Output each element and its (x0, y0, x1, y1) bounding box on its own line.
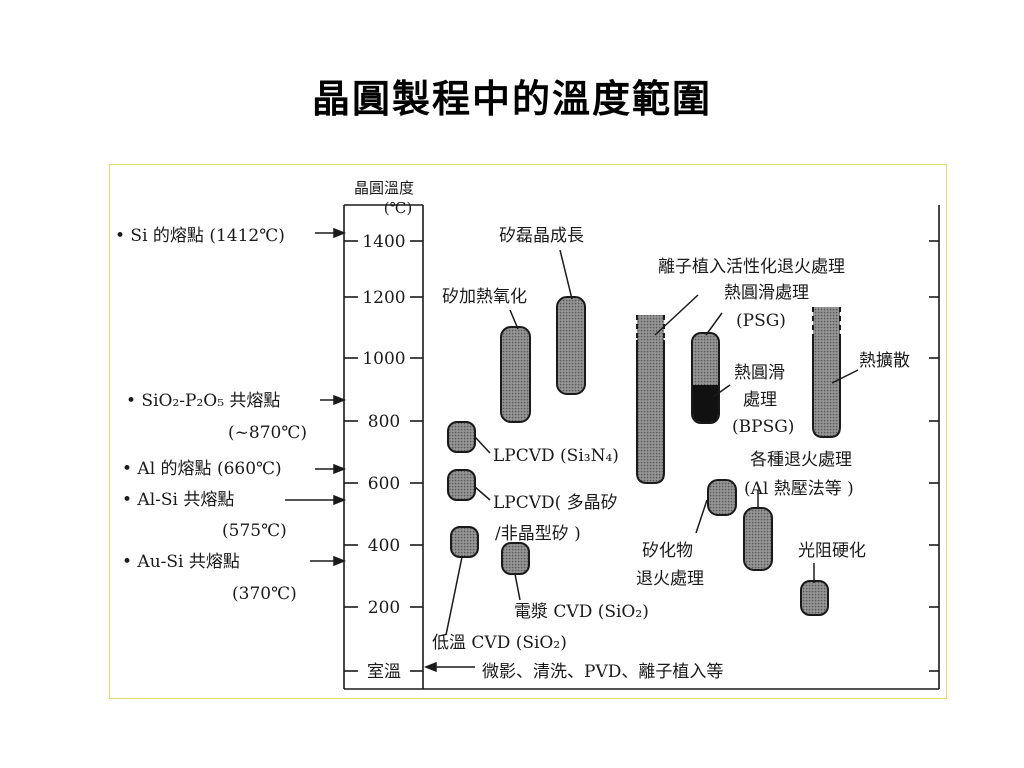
bar-lpcvd-sin (447, 421, 476, 453)
bar-lpcvd-poly (447, 469, 476, 501)
label-alsi-eutectic: • Al-Si 共熔點 (122, 490, 234, 510)
label-various-anneal-1: 各種退火處理 (750, 450, 852, 470)
label-diffusion: 熱擴散 (859, 351, 910, 371)
bar-implant-anneal (637, 315, 664, 483)
label-ausi-eutectic: • Au-Si 共熔點 (122, 552, 240, 572)
leader-lines (445, 249, 859, 636)
temperature-range-diagram: 晶圓溫度 (℃) 1400 1200 1000 800 600 400 200 … (115, 179, 940, 690)
label-sio2-eutectic: • SiO₂-P₂O₅ 共熔點 (126, 391, 280, 411)
bar-various-anneal (743, 507, 773, 571)
label-silicide-1: 矽化物 (642, 541, 693, 561)
label-silicide-2: 退火處理 (636, 569, 704, 589)
bar-silicide-anneal (707, 479, 737, 516)
label-photoresist: 光阻硬化 (798, 541, 866, 561)
label-sio2-eutectic-temp: (~870℃) (228, 423, 307, 443)
label-thermal-oxidation: 矽加熱氧化 (442, 287, 527, 307)
tick-label-1200: 1200 (362, 288, 405, 308)
label-si-melting-point: • Si 的熔點 (1412℃) (115, 226, 285, 246)
room-temp-arrow (423, 661, 475, 673)
page-title: 晶圓製程中的溫度範圍 (311, 76, 712, 121)
label-reflow-psg-1: 熱圓滑處理 (724, 283, 809, 303)
label-ltcvd: 低溫 CVD (SiO₂) (432, 633, 567, 653)
label-room-temp-processes: 微影、清洗、PVD、離子植入等 (482, 662, 723, 682)
label-lpcvd-sin: LPCVD (Si₃N₄) (493, 446, 619, 466)
label-various-anneal-2: (Al 熱壓法等 ) (744, 479, 854, 499)
label-reflow-bpsg-1: 熱圓滑 (734, 363, 785, 383)
bar-photoresist-hardbake (800, 580, 829, 616)
tick-label-400: 400 (368, 536, 400, 556)
label-reflow-bpsg-3: (BPSG) (732, 417, 794, 437)
bar-reflow-bpsg (693, 385, 718, 422)
tick-label-800: 800 (368, 412, 400, 432)
label-ausi-eutectic-temp: (370℃) (232, 584, 297, 604)
axis-scale (343, 204, 940, 690)
label-al-melting-point: • Al 的熔點 (660℃) (122, 459, 282, 479)
label-reflow-bpsg-2: 處理 (743, 390, 777, 410)
label-implant-anneal: 離子植入活性化退火處理 (658, 257, 845, 277)
bar-thermal-oxidation (500, 326, 531, 423)
tick-label-200: 200 (368, 598, 400, 618)
axis-label-line2: (℃) (384, 199, 412, 217)
label-lpcvd-poly-1: LPCVD( 多晶矽 (493, 493, 618, 513)
tick-label-600: 600 (368, 474, 400, 494)
label-lpcvd-poly-2: /非晶型矽 ) (495, 524, 581, 544)
label-pecvd: 電漿 CVD (SiO₂) (514, 602, 649, 622)
tick-label-1400: 1400 (362, 232, 405, 252)
diagram-frame: 晶圓溫度 (℃) 1400 1200 1000 800 600 400 200 … (109, 164, 947, 699)
label-epitaxy: 矽磊晶成長 (499, 226, 584, 246)
label-reflow-psg-2: (PSG) (736, 311, 786, 331)
tick-label-room-temp: 室溫 (367, 662, 401, 682)
bar-diffusion (813, 307, 840, 437)
axis-label-line1: 晶圓溫度 (354, 179, 414, 197)
label-alsi-eutectic-temp: (575℃) (222, 521, 287, 541)
bar-pecvd (501, 542, 530, 575)
tick-label-1000: 1000 (362, 349, 405, 369)
left-arrows (285, 227, 347, 567)
process-bars (447, 296, 841, 616)
bar-epitaxy (556, 296, 586, 395)
bar-ltcvd (450, 526, 479, 558)
